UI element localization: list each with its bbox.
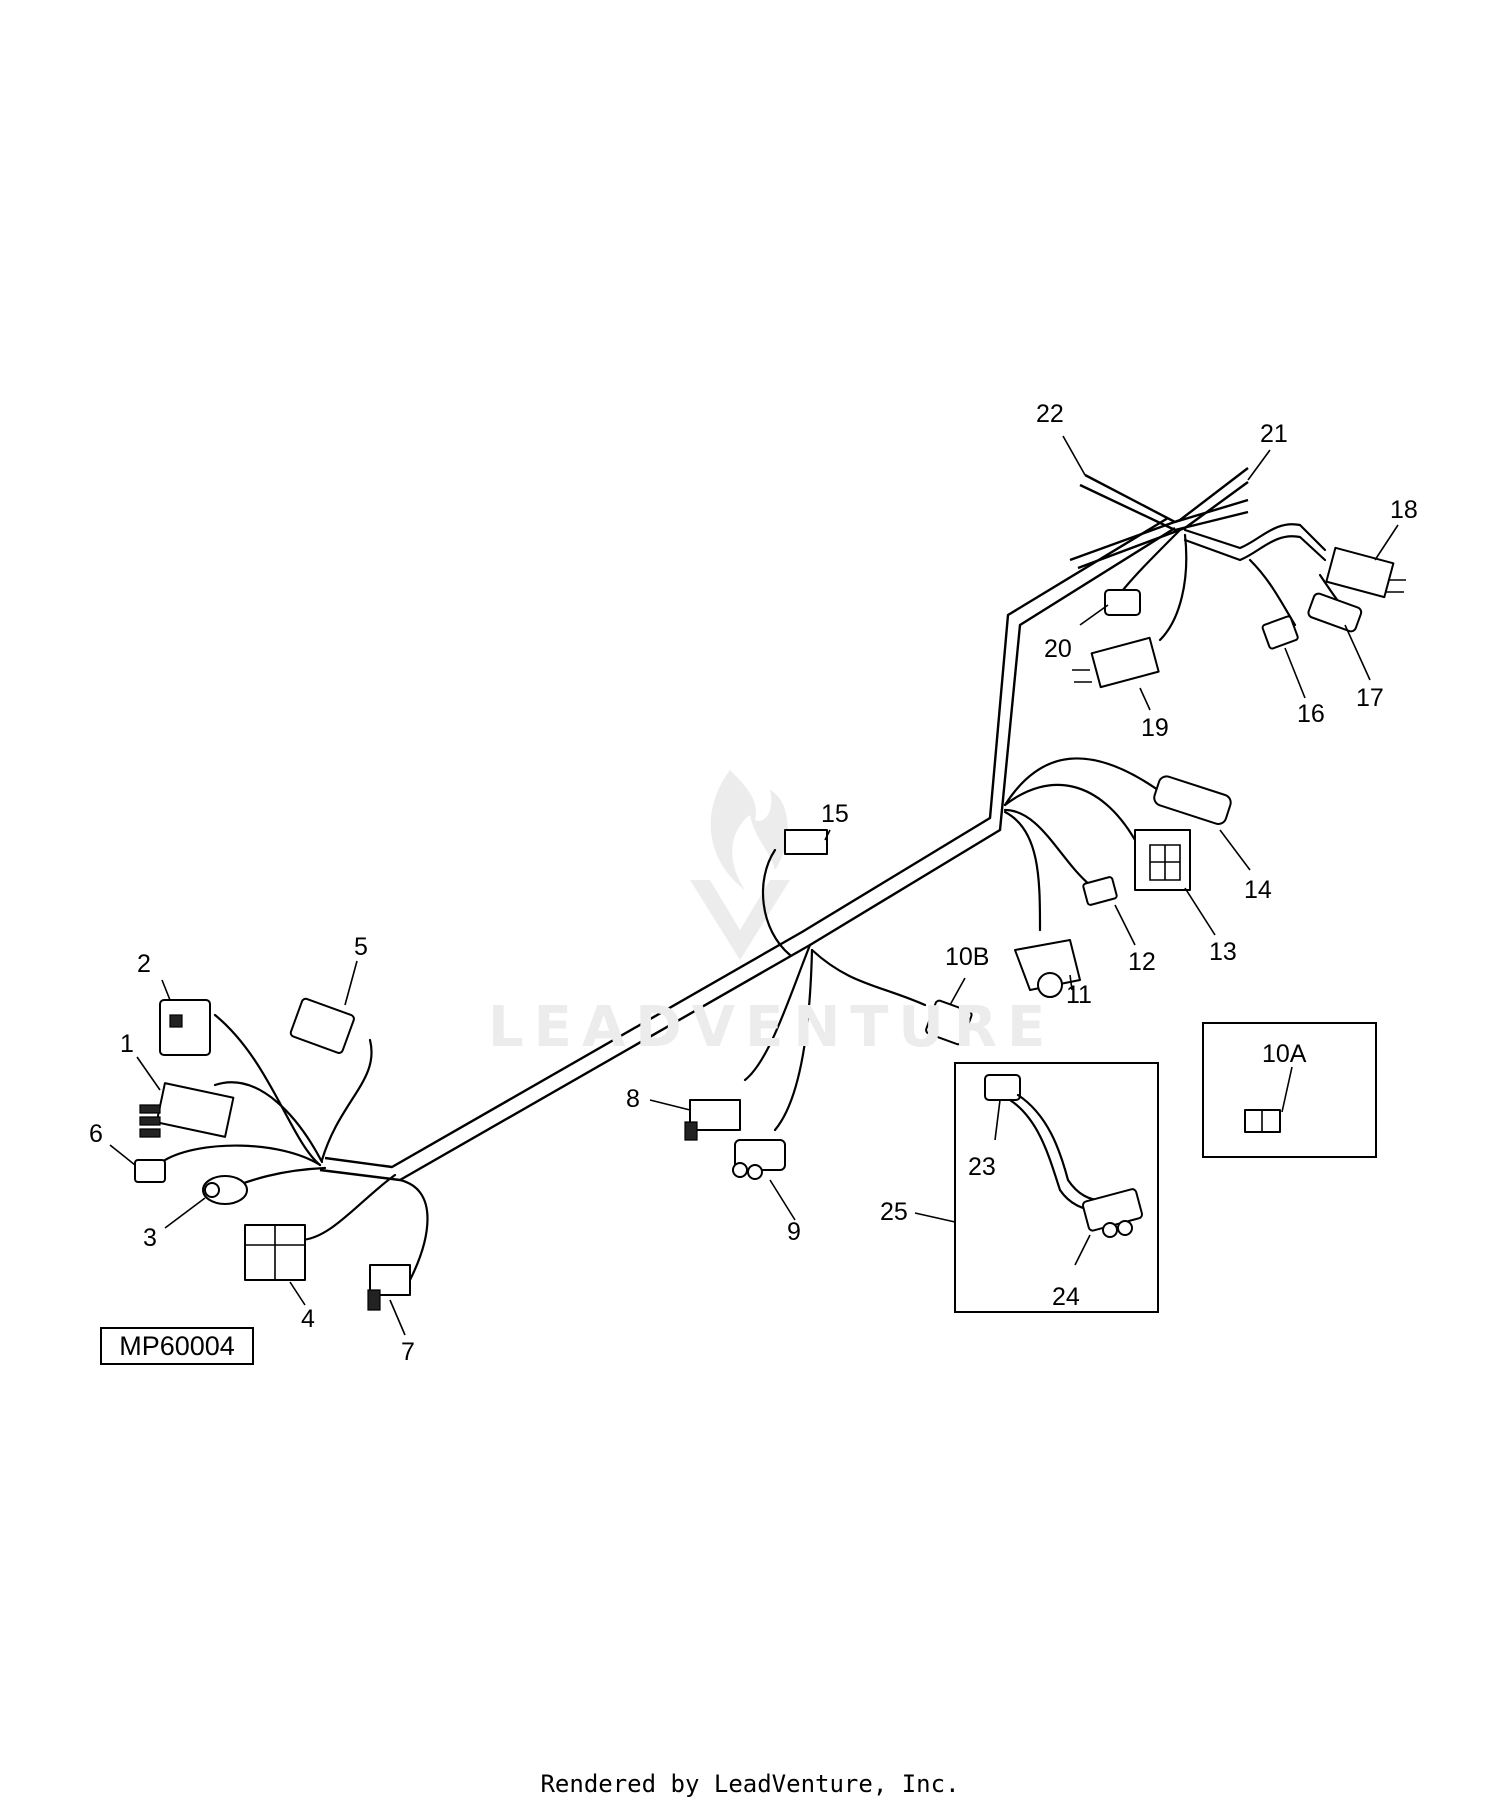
callout-10b[interactable]: 10B <box>945 943 989 971</box>
drawing-id-label: MP60004 <box>100 1327 254 1365</box>
part-19-connector[interactable] <box>1072 636 1160 689</box>
callout-22[interactable]: 22 <box>1036 400 1064 428</box>
harness-trunk <box>319 467 1327 1182</box>
part-10a-box <box>1202 1022 1377 1158</box>
callout-8[interactable]: 8 <box>626 1085 640 1113</box>
part-13-connector[interactable] <box>1134 829 1191 891</box>
callout-24[interactable]: 24 <box>1052 1283 1080 1311</box>
part-15-connector[interactable] <box>784 829 828 855</box>
part-7-connector[interactable] <box>367 1264 411 1311</box>
callout-6[interactable]: 6 <box>89 1120 103 1148</box>
part-12-connector[interactable] <box>1082 876 1118 906</box>
leader-lines <box>109 435 1399 1336</box>
callout-16[interactable]: 16 <box>1297 700 1325 728</box>
part-8-connector[interactable] <box>684 1099 741 1141</box>
watermark-text: LEADVENTURE <box>488 995 1056 1060</box>
part-4-connector[interactable] <box>244 1224 306 1281</box>
callout-23[interactable]: 23 <box>968 1153 996 1181</box>
part-16-connector[interactable] <box>1261 615 1299 650</box>
callout-25[interactable]: 25 <box>880 1198 908 1226</box>
callout-10a[interactable]: 10A <box>1262 1040 1307 1068</box>
part-5-connector[interactable] <box>289 997 355 1054</box>
callout-19[interactable]: 19 <box>1141 714 1169 742</box>
callout-5[interactable]: 5 <box>354 933 368 961</box>
watermark-logo <box>690 770 790 960</box>
part-11-connector[interactable] <box>1014 939 1081 998</box>
callout-4[interactable]: 4 <box>301 1305 315 1333</box>
part-17-connector[interactable] <box>1307 592 1363 633</box>
callout-3[interactable]: 3 <box>143 1224 157 1252</box>
part-10b-connector[interactable] <box>925 999 973 1046</box>
callout-12[interactable]: 12 <box>1128 948 1156 976</box>
callout-15[interactable]: 15 <box>821 800 849 828</box>
part-18-connector[interactable] <box>1325 546 1406 599</box>
part-9-connector[interactable] <box>732 1139 786 1180</box>
part-14-connector[interactable] <box>1152 774 1233 826</box>
part-1-connector[interactable] <box>139 1082 235 1138</box>
harness-branches <box>163 528 1352 1282</box>
callout-11[interactable]: 11 <box>1066 981 1092 1009</box>
part-10a-connector[interactable] <box>1244 1109 1281 1133</box>
callout-7[interactable]: 7 <box>401 1338 415 1366</box>
part-24-connector[interactable] <box>1081 1188 1144 1238</box>
rendered-by-footer: Rendered by LeadVenture, Inc. <box>540 1770 960 1798</box>
part-6-connector[interactable] <box>134 1159 166 1183</box>
callout-17[interactable]: 17 <box>1356 684 1384 712</box>
callout-18[interactable]: 18 <box>1390 496 1418 524</box>
part-2-connector[interactable] <box>159 999 211 1056</box>
kit-25-box <box>954 1062 1159 1313</box>
callout-14[interactable]: 14 <box>1244 876 1272 904</box>
callout-2[interactable]: 2 <box>137 950 151 978</box>
callout-1[interactable]: 1 <box>120 1030 134 1058</box>
part-3-connector[interactable] <box>202 1175 248 1205</box>
part-23-connector[interactable] <box>984 1074 1102 1212</box>
callout-9[interactable]: 9 <box>787 1218 801 1246</box>
callout-13[interactable]: 13 <box>1209 938 1237 966</box>
callout-20[interactable]: 20 <box>1044 635 1072 663</box>
callout-labels: 1 2 3 4 5 6 7 8 9 10A 10B 11 12 13 14 15… <box>89 400 1418 1366</box>
callout-21[interactable]: 21 <box>1260 420 1288 448</box>
part-20-connector[interactable] <box>1104 589 1141 616</box>
